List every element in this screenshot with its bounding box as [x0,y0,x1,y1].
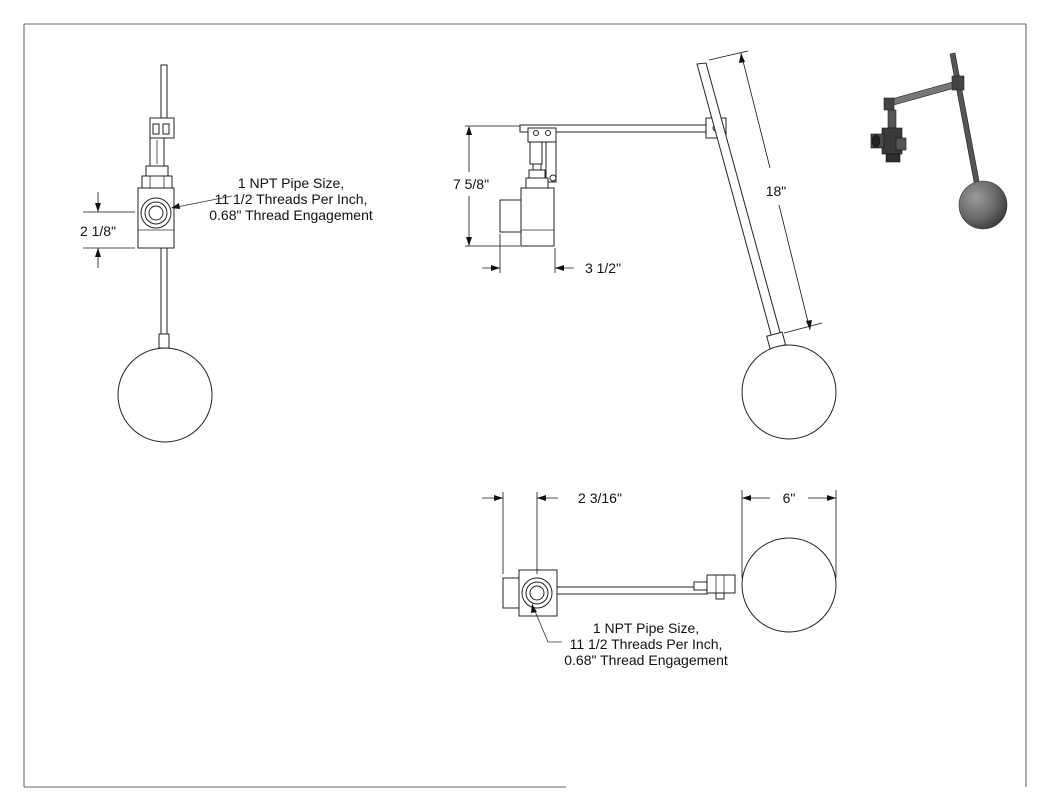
front-tilted-rod [696,62,782,339]
side-dimension-height: 2 1/8" [80,223,116,239]
top-dimension-inlet-offset: 2 3/16" [578,490,622,506]
front-view [465,50,837,440]
top-note-line-1: 1 NPT Pipe Size, [593,620,699,636]
side-view [83,64,233,443]
top-clamp [706,574,736,594]
side-upper-rod [160,64,168,126]
sheet-border [23,23,1027,788]
side-note-leader [171,195,233,209]
front-hex-nut [525,177,549,189]
top-view [482,490,837,643]
top-float-ball [741,537,837,633]
top-note-leader [531,603,562,643]
top-arm [556,586,708,595]
front-linkage [527,127,557,143]
top-dimension-ball-diameter: 6" [783,490,796,506]
top-body-tail [502,577,520,609]
side-lower-rod [160,247,168,335]
front-dimension-overall-height: 7 5/8" [453,176,489,192]
front-float-ball [741,344,837,440]
top-note-line-3: 0.68" Thread Engagement [564,652,728,668]
front-dimension-body-offset: 3 1/2" [585,260,621,276]
front-valve-body [520,187,555,247]
side-note-line-1: 1 NPT Pipe Size, [238,175,344,191]
side-note-line-2: 11 1/2 Threads Per Inch, [215,191,368,207]
front-plunger [529,141,543,165]
float-valve-3d-render [870,52,1008,230]
side-float-ball [117,347,213,443]
side-hex-nut [141,175,173,189]
side-ball-coupling [158,333,170,349]
front-dimension-rod-length: 18" [766,183,787,199]
side-note-line-3: 0.68" Thread Engagement [209,207,373,223]
front-inlet [499,199,522,233]
top-note-line-2: 11 1/2 Threads Per Inch, [570,636,723,652]
